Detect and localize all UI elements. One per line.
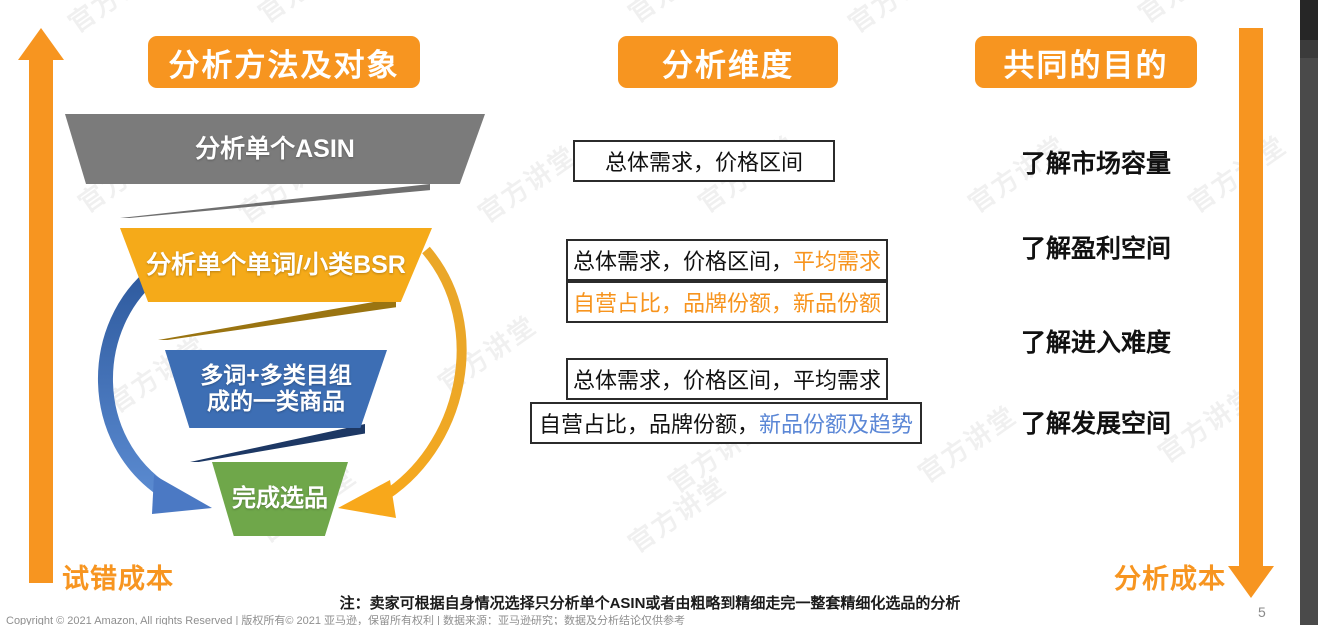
feedback-arrow-orange [338, 246, 467, 518]
dimension-text-highlight: 新品份额及趋势 [759, 412, 914, 437]
header-badge-goal-label: 共同的目的 [1003, 47, 1169, 83]
dimension-box-5: 自营占比，品牌份额，新品份额及趋势 [530, 402, 922, 444]
dimension-box-3: 自营占比，品牌份额，新品份额 [566, 281, 888, 323]
header-badge-dimension: 分析维度 [618, 36, 838, 88]
viewer-chrome [1300, 0, 1318, 625]
dimension-text-plain: 总体需求，价格区间，平均需求 [572, 368, 881, 393]
dimension-text-highlight: 自营占比，品牌份额，新品份额 [572, 291, 881, 316]
watermark: 官方讲堂 [622, 469, 732, 559]
dimension-text-plain: 自营占比，品牌份额， [538, 412, 759, 437]
arrow-head-up-icon [18, 28, 64, 60]
copyright-text: Copyright © 2021 Amazon, All rights Rese… [6, 615, 686, 625]
arrow-shaft [29, 58, 53, 583]
goal-item-4: 了解发展空间 [1021, 410, 1172, 438]
analysis-cost-arrow-down [1228, 28, 1274, 598]
analysis-cost-label: 分析成本 [1114, 564, 1226, 594]
goal-item-3: 了解进入难度 [1021, 329, 1172, 357]
header-badge-dimension-label: 分析维度 [662, 47, 794, 83]
watermark: 官方讲堂 [840, 0, 953, 40]
funnel-layer-2[interactable]: 分析单个单词/小类BSR [120, 228, 432, 302]
dimension-text-plain: 总体需求，价格区间 [604, 150, 803, 175]
watermark: 官方讲堂 [912, 399, 1022, 489]
watermark: 官方讲堂 [60, 0, 173, 40]
goal-item-2: 了解盈利空间 [1021, 235, 1172, 263]
funnel-layer-1[interactable]: 分析单个ASIN [65, 114, 485, 184]
viewer-chrome-top [1300, 0, 1318, 40]
arrow-shaft [1239, 28, 1263, 568]
funnel-layer-2-label: 分析单个单词/小类BSR [146, 251, 406, 279]
header-badge-goal: 共同的目的 [975, 36, 1197, 88]
funnel-layer-1-label: 分析单个ASIN [195, 135, 355, 163]
dimension-text-highlight: 平均需求 [793, 249, 882, 274]
feedback-arrow-blue [98, 266, 212, 514]
dimension-text-plain: 总体需求，价格区间， [572, 249, 793, 274]
header-badge-method: 分析方法及对象 [148, 36, 420, 88]
arrow-head-down-icon [1228, 566, 1274, 598]
trial-cost-arrow-up [18, 28, 64, 583]
dimension-box-4: 总体需求，价格区间，平均需求 [566, 358, 888, 400]
funnel-layer-3[interactable]: 多词+多类目组 成的一类商品 [165, 350, 387, 428]
viewer-chrome-mid [1300, 40, 1318, 58]
watermark: 官方讲堂 [1130, 0, 1243, 30]
dimension-box-1: 总体需求，价格区间 [573, 140, 835, 182]
watermark: 官方讲堂 [620, 0, 733, 30]
trial-cost-label: 试错成本 [62, 564, 174, 594]
funnel-layer-3-label-line1: 多词+多类目组 [200, 362, 352, 389]
funnel-layer-4-label: 完成选品 [232, 484, 328, 512]
funnel-layer-3-label-line2: 成的一类商品 [207, 388, 345, 414]
goal-item-1: 了解市场容量 [1021, 150, 1172, 178]
funnel-layer-4[interactable]: 完成选品 [212, 462, 348, 536]
dimension-box-2: 总体需求，价格区间，平均需求 [566, 239, 888, 281]
page-number: 5 [1258, 604, 1266, 620]
watermark: 官方讲堂 [250, 0, 363, 30]
header-badge-method-label: 分析方法及对象 [168, 47, 400, 83]
footnote: 注：卖家可根据自身情况选择只分析单个ASIN或者由粗略到精细走完一整套精细化选品… [339, 595, 961, 612]
funnel-diagram: 分析单个ASIN 分析单个单词/小类BSR 多词+多类目组 成的一类商品 完成选… [60, 110, 510, 540]
